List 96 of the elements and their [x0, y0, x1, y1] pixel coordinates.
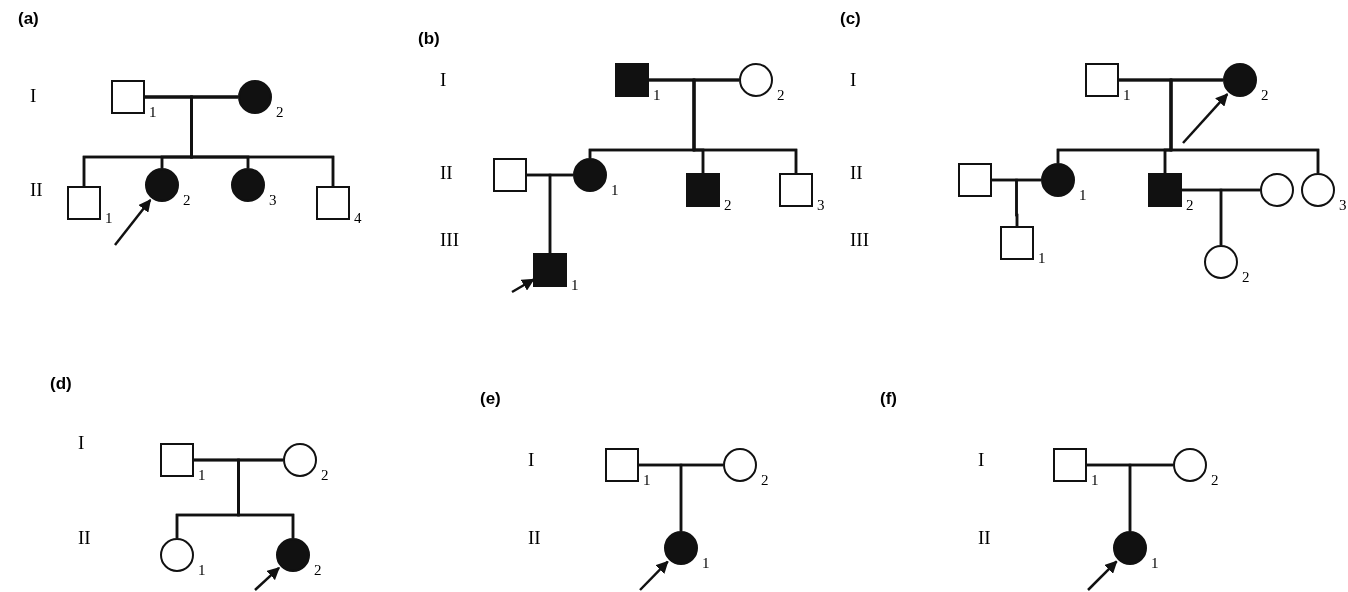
individual-number: 2 [314, 563, 322, 578]
individual-number: 1 [1038, 251, 1046, 266]
unaffected-male-square [67, 186, 101, 220]
unaffected-female-circle [1173, 448, 1207, 482]
individual-number: 2 [724, 198, 732, 213]
affected-female-circle [1041, 163, 1075, 197]
affected-female-circle [145, 168, 179, 202]
generation-label: I [850, 70, 857, 90]
individual-number: 1 [1079, 188, 1087, 203]
unaffected-male-square [1053, 448, 1087, 482]
panel-label: (b) [418, 30, 440, 48]
individual-number: 2 [1186, 198, 1194, 213]
generation-label: I [978, 450, 985, 470]
affected-male-square [533, 253, 567, 287]
generation-label: II [78, 528, 91, 548]
panel-label: (d) [50, 375, 72, 393]
affected-male-square [615, 63, 649, 97]
descent-line [548, 173, 573, 253]
descent-line [692, 78, 798, 173]
descent-line [190, 95, 335, 186]
generation-label: II [440, 163, 453, 183]
unaffected-male-square [1085, 63, 1119, 97]
individual-number: 3 [1339, 198, 1347, 213]
affected-female-circle [231, 168, 265, 202]
unaffected-male-square [1000, 226, 1034, 260]
descent-line [1015, 178, 1041, 226]
unaffected-male-square [316, 186, 350, 220]
descent-line [1219, 188, 1260, 245]
generation-label: I [440, 70, 447, 90]
individual-number: 1 [643, 473, 651, 488]
unaffected-male-square [111, 80, 145, 114]
individual-number: 1 [198, 563, 206, 578]
proband-arrow [511, 278, 535, 294]
proband-arrow [639, 560, 669, 591]
individual-number: 1 [149, 105, 157, 120]
individual-number: 1 [571, 278, 579, 293]
unaffected-male-square [493, 158, 527, 192]
individual-number: 2 [1242, 270, 1250, 285]
individual-number: 1 [702, 556, 710, 571]
individual-number: 2 [183, 193, 191, 208]
individual-number: 2 [777, 88, 785, 103]
affected-female-circle [276, 538, 310, 572]
proband-arrow [1087, 560, 1118, 591]
affected-female-circle [664, 531, 698, 565]
generation-label: I [30, 86, 37, 106]
unaffected-female-circle [739, 63, 773, 97]
unaffected-female-circle [723, 448, 757, 482]
unaffected-female-circle [1260, 173, 1294, 207]
descent-line [1169, 78, 1320, 173]
individual-number: 3 [269, 193, 277, 208]
proband-arrow [1182, 93, 1229, 144]
individual-number: 2 [1261, 88, 1269, 103]
generation-label: II [528, 528, 541, 548]
individual-number: 2 [761, 473, 769, 488]
panel-label: (c) [840, 10, 861, 28]
individual-number: 1 [1091, 473, 1099, 488]
individual-number: 1 [105, 211, 113, 226]
panel-label: (e) [480, 390, 501, 408]
individual-number: 1 [1123, 88, 1131, 103]
generation-label: III [440, 230, 459, 250]
individual-number: 2 [321, 468, 329, 483]
generation-label: I [78, 433, 85, 453]
unaffected-male-square [958, 163, 992, 197]
unaffected-female-circle [1301, 173, 1335, 207]
affected-female-circle [1113, 531, 1147, 565]
proband-arrow [254, 567, 280, 591]
generation-label: II [978, 528, 991, 548]
individual-number: 1 [1151, 556, 1159, 571]
individual-number: 1 [611, 183, 619, 198]
affected-female-circle [238, 80, 272, 114]
unaffected-female-circle [283, 443, 317, 477]
unaffected-male-square [160, 443, 194, 477]
descent-line [1128, 463, 1173, 531]
descent-line [679, 463, 723, 531]
generation-label: III [850, 230, 869, 250]
proband-arrow [114, 199, 152, 246]
individual-number: 2 [1211, 473, 1219, 488]
individual-number: 1 [198, 468, 206, 483]
affected-female-circle [1223, 63, 1257, 97]
unaffected-male-square [779, 173, 813, 207]
panel-label: (f) [880, 390, 897, 408]
unaffected-male-square [605, 448, 639, 482]
individual-number: 4 [354, 211, 362, 226]
affected-male-square [686, 173, 720, 207]
individual-number: 1 [653, 88, 661, 103]
generation-label: I [528, 450, 535, 470]
unaffected-female-circle [160, 538, 194, 572]
affected-male-square [1148, 173, 1182, 207]
generation-label: II [850, 163, 863, 183]
panel-label: (a) [18, 10, 39, 28]
unaffected-female-circle [1204, 245, 1238, 279]
individual-number: 2 [276, 105, 284, 120]
affected-female-circle [573, 158, 607, 192]
descent-line [237, 458, 295, 538]
generation-label: II [30, 180, 43, 200]
individual-number: 3 [817, 198, 825, 213]
